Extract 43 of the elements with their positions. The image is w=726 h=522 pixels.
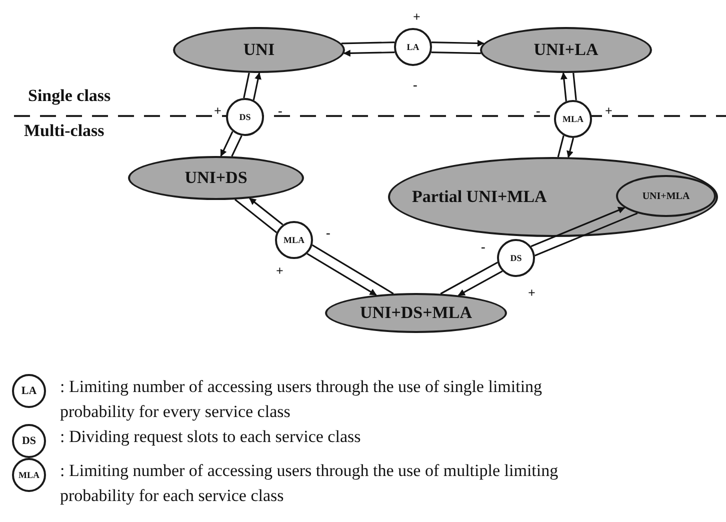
sign-label: +: [276, 264, 284, 277]
sign-label: +: [528, 286, 536, 299]
sign-label: +: [214, 104, 222, 117]
class-label: Single class: [28, 86, 111, 106]
legend-symbol: LA: [12, 374, 46, 408]
connector-line: [534, 212, 638, 256]
arrow: [566, 138, 574, 158]
state-ellipse: UNI+MLA: [616, 175, 716, 217]
connector-line: [234, 198, 278, 234]
sign-label: -: [413, 78, 418, 91]
sign-label: -: [481, 240, 486, 253]
state-ellipse: Partial UNI+MLA UNI+MLA: [388, 157, 718, 237]
sign-label: -: [278, 104, 282, 117]
legend-symbol: MLA: [12, 458, 46, 492]
connector-line: [557, 135, 564, 158]
legend-text: : Limiting number of accessing users through the use of single limiting probability for every service class: [60, 376, 544, 423]
sign-label: +: [413, 10, 420, 23]
connector-line: [341, 42, 395, 44]
arrow: [530, 206, 626, 248]
connector-line: [312, 244, 394, 294]
class-label: Multi-class: [24, 121, 104, 141]
arrow: [343, 50, 395, 57]
state-ellipse: UNI+LA: [480, 27, 652, 73]
connector-line: [231, 135, 242, 157]
arrow: [220, 131, 234, 157]
connector-line: [243, 72, 250, 98]
legend-text: : Limiting number of accessing users through the use of multiple limiting probability for each service class: [60, 460, 560, 507]
connector-line: [572, 72, 577, 100]
arrow: [252, 72, 262, 100]
legend-text: : Dividing request slots to each service class: [60, 426, 362, 448]
arrow: [306, 253, 377, 296]
sign-label: -: [326, 226, 330, 239]
connector-line: [440, 262, 498, 294]
connector-line: [431, 52, 481, 54]
arrow: [249, 198, 284, 226]
sign-label: -: [536, 104, 540, 117]
arrow: [560, 72, 568, 102]
state-ellipse: UNI+DS: [128, 156, 304, 200]
legend-symbol: DS: [12, 424, 46, 458]
sign-label: +: [605, 104, 612, 117]
state-ellipse: UNI+DS+MLA: [325, 293, 507, 333]
state-ellipse: UNI: [173, 27, 345, 73]
arrow: [431, 40, 484, 47]
